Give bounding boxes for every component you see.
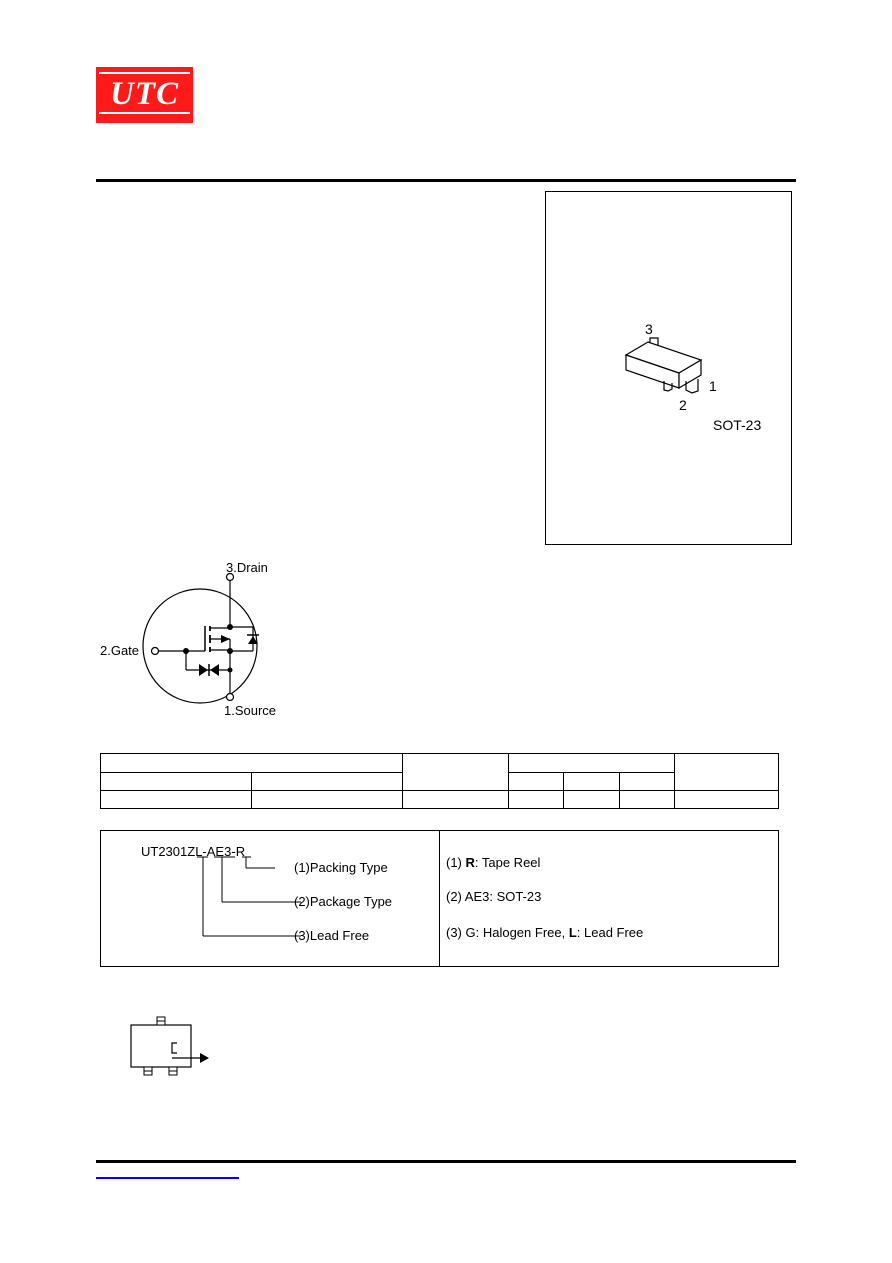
legend-lead-free: (3) G: Halogen Free, L: Lead Free bbox=[446, 925, 643, 940]
logo-text: UTC bbox=[110, 76, 179, 112]
ordering-header-cell bbox=[100, 753, 403, 773]
legend-bold: R bbox=[465, 855, 475, 870]
part-number-divider bbox=[439, 830, 440, 967]
gate-label: 2.Gate bbox=[100, 643, 140, 658]
callout-packing-type: (1)Packing Type bbox=[294, 860, 388, 875]
pin1-label: 1 bbox=[709, 378, 717, 394]
legend-packing: (1) R: Tape Reel bbox=[446, 855, 540, 870]
ordering-subheader-cell bbox=[563, 772, 621, 791]
ordering-data-cell bbox=[674, 790, 779, 809]
ordering-data-cell bbox=[401, 790, 510, 809]
header-rule bbox=[96, 179, 796, 182]
legend-text: (3) G: Halogen Free, bbox=[446, 925, 569, 940]
footer-link-underline[interactable] bbox=[96, 1177, 239, 1179]
callout-lead-free: (3)Lead Free bbox=[294, 928, 370, 943]
pin3-label: 3 bbox=[645, 321, 653, 337]
ordering-table bbox=[100, 753, 779, 809]
part-separator: - bbox=[231, 844, 236, 859]
legend-bold: L bbox=[568, 925, 577, 940]
marking-diagram bbox=[130, 1016, 209, 1076]
ordering-subheader-cell bbox=[100, 772, 252, 791]
pin2-label: 2 bbox=[679, 397, 687, 413]
ordering-data-cell bbox=[619, 790, 676, 809]
sot23-package-drawing bbox=[624, 337, 703, 394]
ordering-data-cell bbox=[100, 790, 252, 809]
legend-text: : Lead Free bbox=[576, 925, 644, 940]
legend-text: (1) bbox=[446, 855, 466, 870]
part-number-code: UT2301ZL-AE3-R bbox=[141, 844, 245, 859]
legend-text: : Tape Reel bbox=[474, 855, 541, 870]
ordering-header-cell bbox=[508, 753, 676, 773]
callout-package-type: (2)Package Type bbox=[294, 894, 393, 909]
footer-rule bbox=[96, 1160, 796, 1163]
part-package-code: AE3 bbox=[206, 844, 232, 859]
ordering-data-cell bbox=[563, 790, 621, 809]
part-separator: - bbox=[202, 844, 207, 859]
package-name: SOT-23 bbox=[713, 417, 762, 433]
ordering-header-cell bbox=[401, 753, 510, 791]
ordering-subheader-cell bbox=[508, 772, 565, 791]
utc-logo: UTC bbox=[96, 67, 193, 123]
package-box: 3 2 1 SOT-23 bbox=[545, 191, 792, 545]
logo-frame: UTC bbox=[99, 72, 190, 114]
ordering-data-cell bbox=[250, 790, 403, 809]
mosfet-schematic bbox=[142, 572, 259, 704]
drain-label: 3.Drain bbox=[226, 560, 268, 575]
part-packing-code: R bbox=[235, 844, 246, 859]
ordering-header-cell bbox=[674, 753, 779, 791]
ordering-subheader-cell bbox=[250, 772, 403, 791]
ordering-data-cell bbox=[508, 790, 565, 809]
legend-package: (2) AE3: SOT-23 bbox=[446, 889, 542, 904]
part-prefix: UT2301ZL bbox=[141, 844, 203, 859]
source-label: 1.Source bbox=[224, 703, 277, 718]
part-number-callout-lines bbox=[197, 856, 301, 937]
ordering-subheader-cell bbox=[619, 772, 676, 791]
